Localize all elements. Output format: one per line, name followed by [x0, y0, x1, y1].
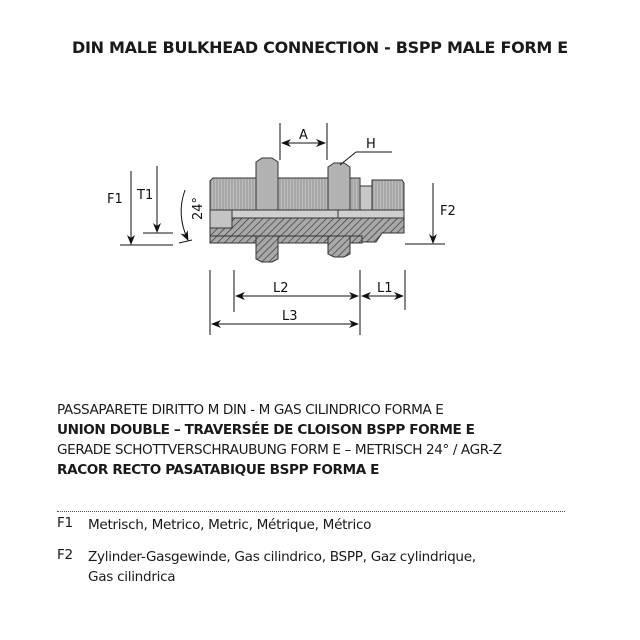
- divider: [57, 511, 565, 512]
- description-spanish: RACOR RECTO PASATABIQUE BSPP FORMA E: [57, 462, 380, 478]
- dimension-lines: [120, 123, 445, 335]
- dim-label-t1: T1: [136, 188, 153, 203]
- description-french: UNION DOUBLE – TRAVERSÉE DE CLOISON BSPP…: [57, 422, 475, 438]
- dim-label-l3: L3: [282, 309, 298, 324]
- dim-label-l2: L2: [273, 281, 289, 296]
- page-title: DIN MALE BULKHEAD CONNECTION - BSPP MALE…: [72, 38, 568, 57]
- dim-label-a: A: [299, 128, 308, 143]
- description-german: GERADE SCHOTTVERSCHRAUBUNG FORM E – METR…: [57, 442, 502, 458]
- dim-label-h: H: [366, 137, 376, 152]
- description-italian: PASSAPARETE DIRITTO M DIN - M GAS CILIND…: [57, 402, 444, 418]
- dim-label-f1: F1: [107, 192, 123, 207]
- legend-value: Zylinder-Gasgewinde, Gas cilindrico, BSP…: [88, 549, 476, 565]
- legend-key: F1: [57, 515, 73, 531]
- dim-label-f2: F2: [440, 204, 456, 219]
- dim-label-angle: 24°: [191, 197, 206, 220]
- fitting-body: [209, 157, 405, 263]
- legend-value-continued: Gas cilindrica: [88, 569, 176, 585]
- dim-label-l1: L1: [377, 281, 393, 296]
- legend-value: Metrisch, Metrico, Metric, Métrique, Mét…: [88, 517, 372, 533]
- legend-key: F2: [57, 547, 73, 563]
